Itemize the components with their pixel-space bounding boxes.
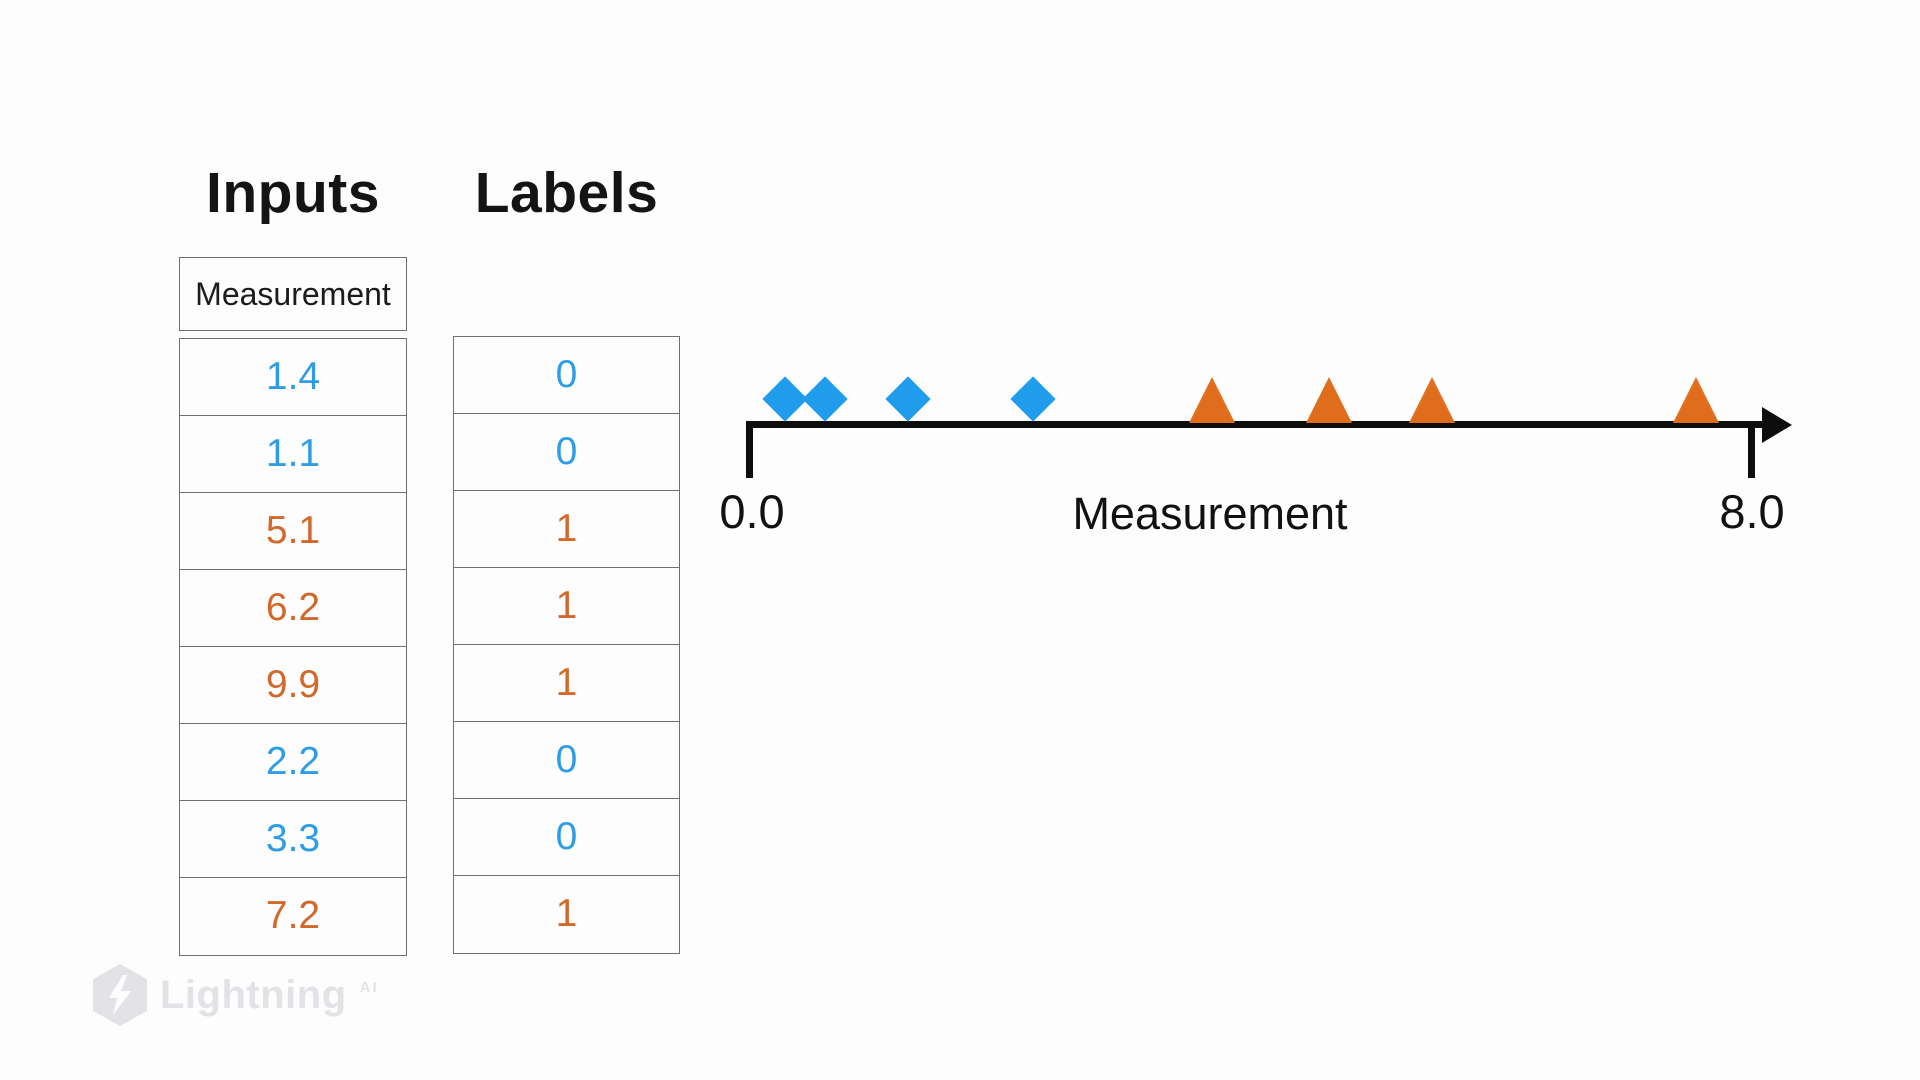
axis-title: Measurement xyxy=(1072,488,1348,539)
labels-table-cell: 0 xyxy=(453,336,680,415)
triangle-marker xyxy=(1306,377,1353,423)
diamond-marker xyxy=(762,376,808,422)
inputs-table-cell: 3.3 xyxy=(179,800,407,879)
labels-heading: Labels xyxy=(474,161,659,225)
axis-line xyxy=(746,421,1778,428)
diamond-marker xyxy=(1010,376,1056,422)
labels-table-cell: 0 xyxy=(453,798,680,877)
axis-tick-right xyxy=(1748,421,1755,478)
diamond-marker xyxy=(885,376,931,422)
triangle-marker xyxy=(1408,377,1455,423)
labels-table-cell: 1 xyxy=(453,490,680,569)
inputs-table-cell: 6.2 xyxy=(179,569,407,648)
lightning-ai-watermark: Lightning AI xyxy=(93,964,379,1026)
labels-table-cell: 1 xyxy=(453,567,680,646)
inputs-table-cell: 2.2 xyxy=(179,723,407,802)
inputs-table-header: Measurement xyxy=(179,257,407,331)
inputs-table-cell: 1.4 xyxy=(179,338,407,417)
triangle-marker xyxy=(1188,377,1235,423)
labels-table-cell: 0 xyxy=(453,721,680,800)
inputs-table-cell: 5.1 xyxy=(179,492,407,571)
labels-table-cell: 1 xyxy=(453,875,680,954)
inputs-heading: Inputs xyxy=(206,161,380,225)
labels-table-cell: 0 xyxy=(453,413,680,492)
inputs-table-cell: 7.2 xyxy=(179,877,407,956)
watermark-brand: Lightning xyxy=(160,972,347,1017)
watermark-superscript: AI xyxy=(359,979,379,996)
inputs-table-cell: 1.1 xyxy=(179,415,407,494)
lightning-logo-icon xyxy=(93,964,147,1026)
axis-tick-label-min: 0.0 xyxy=(719,485,785,538)
axis-tick-label-max: 8.0 xyxy=(1719,485,1785,538)
labels-table-cell: 1 xyxy=(453,644,680,723)
axis-tick-left xyxy=(746,421,753,478)
inputs-table-cell: 9.9 xyxy=(179,646,407,725)
axis-arrowhead-icon xyxy=(1762,407,1792,443)
triangle-marker xyxy=(1672,377,1719,423)
diamond-marker xyxy=(802,376,848,422)
